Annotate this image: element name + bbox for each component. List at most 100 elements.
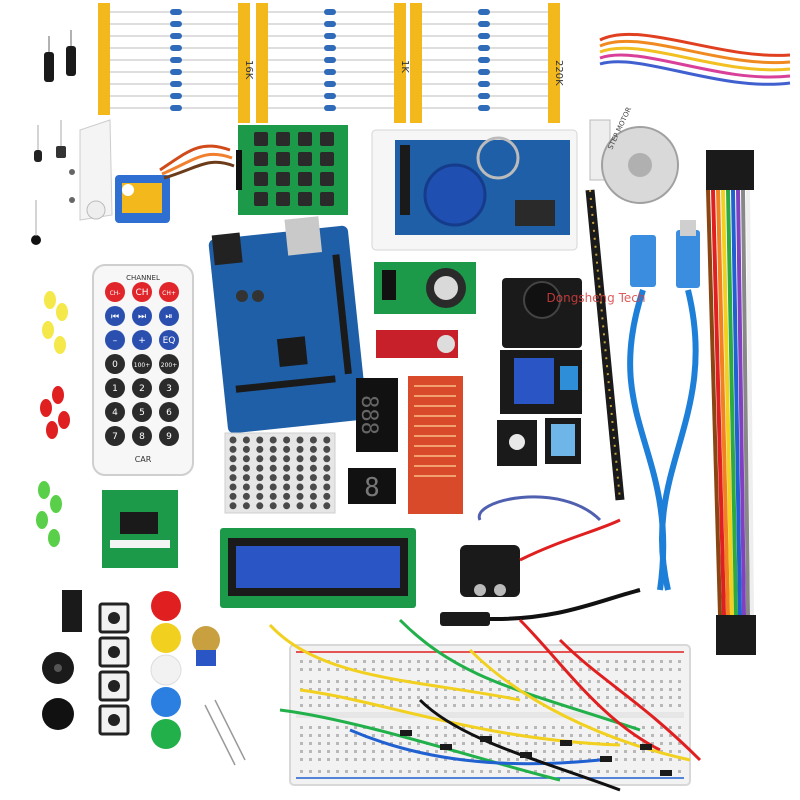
arduino-uno-board <box>208 216 368 434</box>
breadboard-hole <box>615 680 618 683</box>
breadboard-hole <box>309 742 312 745</box>
breadboard-hole <box>390 758 393 761</box>
remote-button <box>132 402 152 422</box>
relay-module <box>500 350 582 414</box>
breadboard-hole <box>678 668 681 671</box>
breadboard-hole <box>444 734 447 737</box>
breadboard-hole <box>417 680 420 683</box>
matrix-led <box>256 436 264 444</box>
breadboard-hole <box>399 742 402 745</box>
matrix-led <box>229 464 237 472</box>
breadboard-hole <box>300 734 303 737</box>
breadboard-hole <box>507 742 510 745</box>
matrix-led <box>283 474 291 482</box>
breadboard-hole <box>678 726 681 729</box>
breadboard-hole <box>579 660 582 663</box>
breadboard-hole <box>381 770 384 773</box>
breadboard-hole <box>372 688 375 691</box>
matrix-led <box>242 492 250 500</box>
breadboard-hole <box>399 758 402 761</box>
breadboard-hole <box>633 688 636 691</box>
remote-button <box>105 402 125 422</box>
breadboard-hole <box>471 770 474 773</box>
matrix-dots <box>229 436 331 510</box>
breadboard-hole <box>642 704 645 707</box>
breadboard-hole <box>543 680 546 683</box>
breadboard-hole <box>489 758 492 761</box>
breadboard-hole <box>471 668 474 671</box>
breadboard-hole <box>327 750 330 753</box>
breadboard-hole <box>660 688 663 691</box>
breadboard-hole <box>633 758 636 761</box>
breadboard-hole <box>552 704 555 707</box>
breadboard-hole <box>606 726 609 729</box>
remote-button <box>132 330 152 350</box>
breadboard-hole <box>543 696 546 699</box>
pin-header-strip <box>585 189 625 501</box>
breadboard-hole <box>642 726 645 729</box>
breadboard-hole <box>579 734 582 737</box>
breadboard-hole <box>633 770 636 773</box>
breadboard-hole <box>597 696 600 699</box>
breadboard-hole <box>615 726 618 729</box>
dc-jack-cable <box>440 588 641 626</box>
breadboard-hole <box>669 668 672 671</box>
buzzers <box>42 652 74 730</box>
tilt-switches <box>44 30 76 82</box>
breadboard-hole <box>552 688 555 691</box>
breadboard-hole <box>426 688 429 691</box>
breadboard-hole <box>624 660 627 663</box>
breadboard-hole <box>408 726 411 729</box>
breadboard-hole <box>471 688 474 691</box>
sound-sensor <box>376 330 458 358</box>
remote-button-label: 9 <box>166 432 172 442</box>
breadboard-hole <box>408 696 411 699</box>
breadboard-hole <box>345 742 348 745</box>
joystick-module <box>502 278 582 348</box>
breadboard-hole <box>354 750 357 753</box>
matrix-led <box>283 445 291 453</box>
breadboard-hole <box>525 742 528 745</box>
remote-button-label: 4 <box>112 408 118 418</box>
breadboard-hole <box>417 742 420 745</box>
remote-button <box>159 354 179 374</box>
breadboard-hole <box>579 668 582 671</box>
breadboard-hole <box>642 770 645 773</box>
breadboard-hole <box>552 758 555 761</box>
breadboard-hole <box>444 750 447 753</box>
breadboard-hole <box>480 750 483 753</box>
potentiometer <box>192 626 246 766</box>
breadboard-hole <box>327 742 330 745</box>
breadboard-hole <box>435 696 438 699</box>
breadboard-hole <box>309 750 312 753</box>
matrix-led <box>229 455 237 463</box>
breadboard-hole <box>561 688 564 691</box>
breadboard-hole <box>363 704 366 707</box>
breadboard-hole <box>498 742 501 745</box>
remote-button-label: CH- <box>110 290 121 297</box>
usb-cable <box>627 220 700 591</box>
matrix-led <box>309 464 317 472</box>
remote-button-label: 6 <box>166 408 172 418</box>
breadboard-hole <box>678 660 681 663</box>
remote-button-label: 200+ <box>161 362 177 369</box>
matrix-led <box>256 492 264 500</box>
matrix-led <box>256 445 264 453</box>
breadboard-hole <box>561 750 564 753</box>
breadboard-hole <box>669 696 672 699</box>
breadboard-hole <box>651 726 654 729</box>
breadboard-hole <box>534 734 537 737</box>
breadboard-hole <box>588 734 591 737</box>
breadboard-hole <box>624 688 627 691</box>
breadboard-hole <box>642 680 645 683</box>
breadboard-hole <box>570 758 573 761</box>
matrix-led <box>283 436 291 444</box>
breadboard-hole <box>318 660 321 663</box>
breadboard-hole <box>390 770 393 773</box>
breadboard-hole <box>390 668 393 671</box>
breadboard-hole <box>300 742 303 745</box>
breadboard-hole <box>336 688 339 691</box>
breadboard-hole <box>354 688 357 691</box>
breadboard-hole <box>462 770 465 773</box>
